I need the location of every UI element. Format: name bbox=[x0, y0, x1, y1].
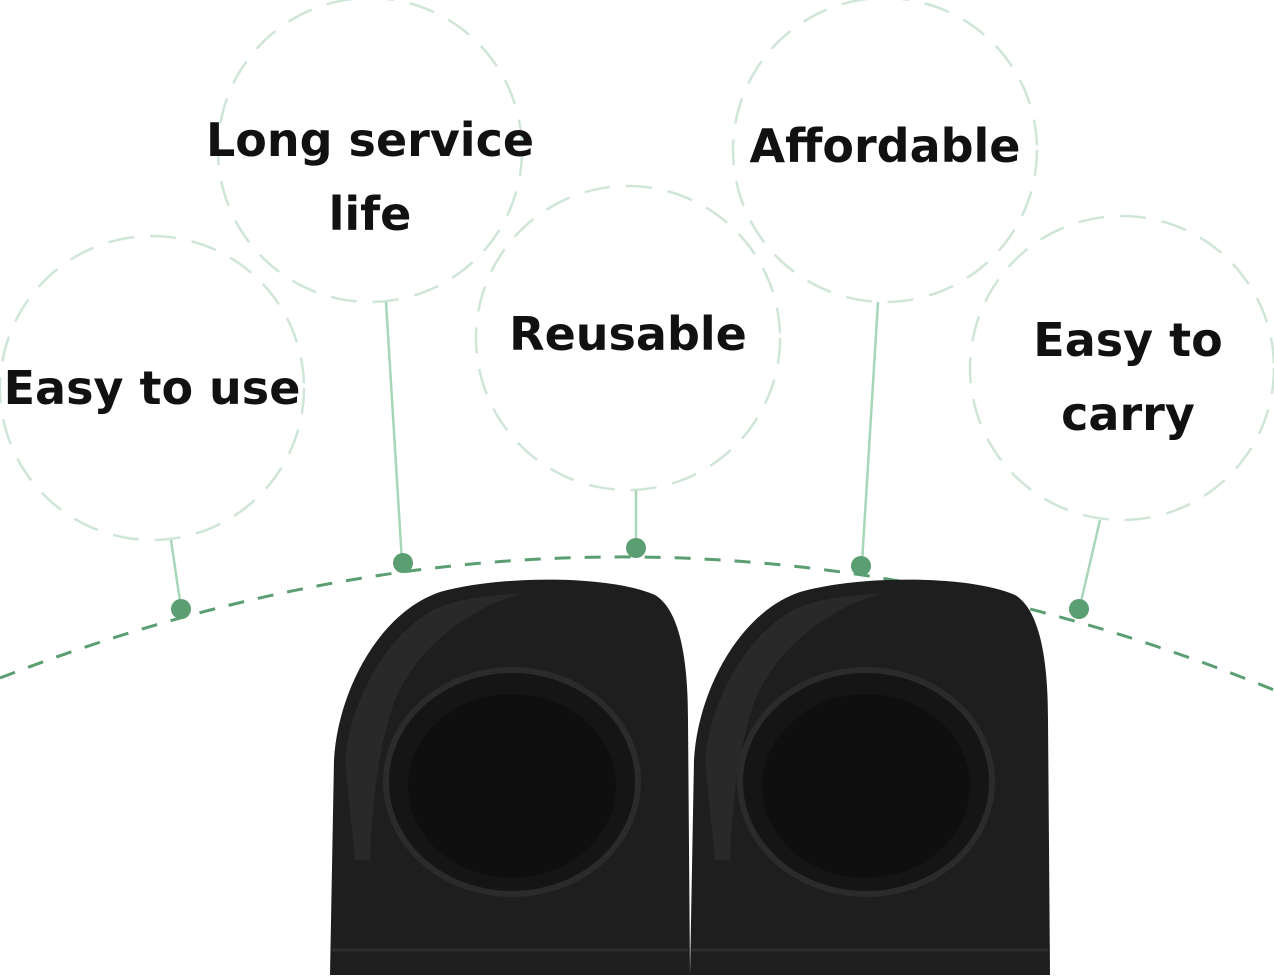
feature-label-easy-to-carry-line1: Easy to bbox=[1033, 313, 1222, 367]
connector-dot bbox=[171, 599, 191, 619]
feature-reusable: Reusable bbox=[474, 184, 782, 558]
toe-cover-highlight bbox=[345, 594, 520, 860]
feature-label-long-service-life-line1: Long service bbox=[206, 113, 534, 167]
connector-line bbox=[1078, 519, 1102, 607]
connector-line bbox=[384, 301, 404, 563]
feature-label-easy-to-carry-line2: carry bbox=[1061, 387, 1195, 441]
toe-cover-right-icon bbox=[690, 579, 1050, 975]
feature-circle bbox=[474, 184, 782, 492]
connector-line bbox=[860, 301, 880, 564]
feature-label-affordable: Affordable bbox=[749, 119, 1020, 173]
connector-dot bbox=[851, 556, 871, 576]
feature-affordable: Affordable bbox=[731, 0, 1039, 576]
feature-circle bbox=[731, 0, 1039, 304]
toe-cover-highlight bbox=[705, 594, 880, 860]
toe-cover-left-icon bbox=[330, 579, 690, 975]
feature-label-easy-to-use: Easy to use bbox=[4, 361, 301, 415]
feature-easy-to-carry: Easy to carry bbox=[968, 214, 1274, 619]
connector-line bbox=[169, 539, 183, 609]
toe-cover-opening-inner bbox=[408, 694, 616, 878]
feature-label-long-service-life-line2: life bbox=[329, 187, 412, 241]
connector-dot bbox=[1069, 599, 1089, 619]
connector-dot bbox=[626, 538, 646, 558]
feature-circle bbox=[968, 214, 1274, 522]
feature-circle bbox=[216, 0, 524, 304]
feature-easy-to-use: Easy to use bbox=[0, 234, 306, 619]
feature-circle bbox=[0, 234, 306, 542]
feature-long-service-life: Long service life bbox=[206, 0, 534, 573]
feature-label-reusable: Reusable bbox=[509, 307, 747, 361]
connector-dot bbox=[393, 553, 413, 573]
toe-cover-opening-inner bbox=[762, 694, 970, 878]
